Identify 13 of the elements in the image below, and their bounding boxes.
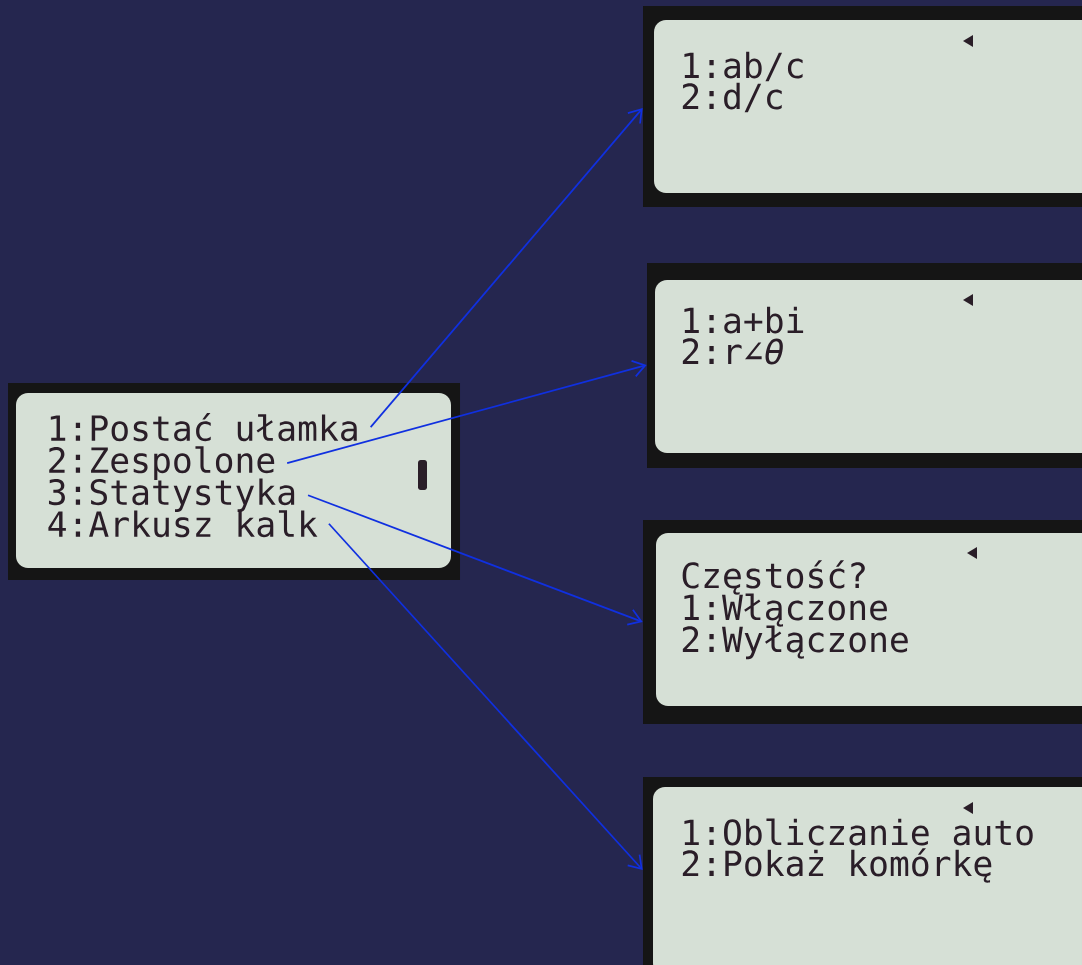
menu-item: 2:Zespolone: [49, 446, 275, 480]
lcd-screen: [16, 393, 451, 568]
arrow: [328, 522, 643, 870]
arrow: [369, 108, 643, 428]
lcd-screen: 1:a+bi 2:r∠θ: [647, 263, 1082, 468]
lcd-screen: 1:ab/c 2:d/c: [643, 6, 1082, 207]
arrow: [307, 494, 643, 626]
lcd-screen: 1:Obliczanie auto 2:Pokaż komórkę: [643, 777, 1082, 965]
arrow: [286, 360, 647, 464]
lcd-screen: Częstość? 1:Włączone 2:Wyłączone: [643, 520, 1082, 724]
menu-item: 1:Postać ułamka: [50, 413, 357, 442]
menu-item: 4:Arkusz kalk: [48, 510, 318, 538]
menu-item: 3:Statystyka: [49, 478, 295, 512]
